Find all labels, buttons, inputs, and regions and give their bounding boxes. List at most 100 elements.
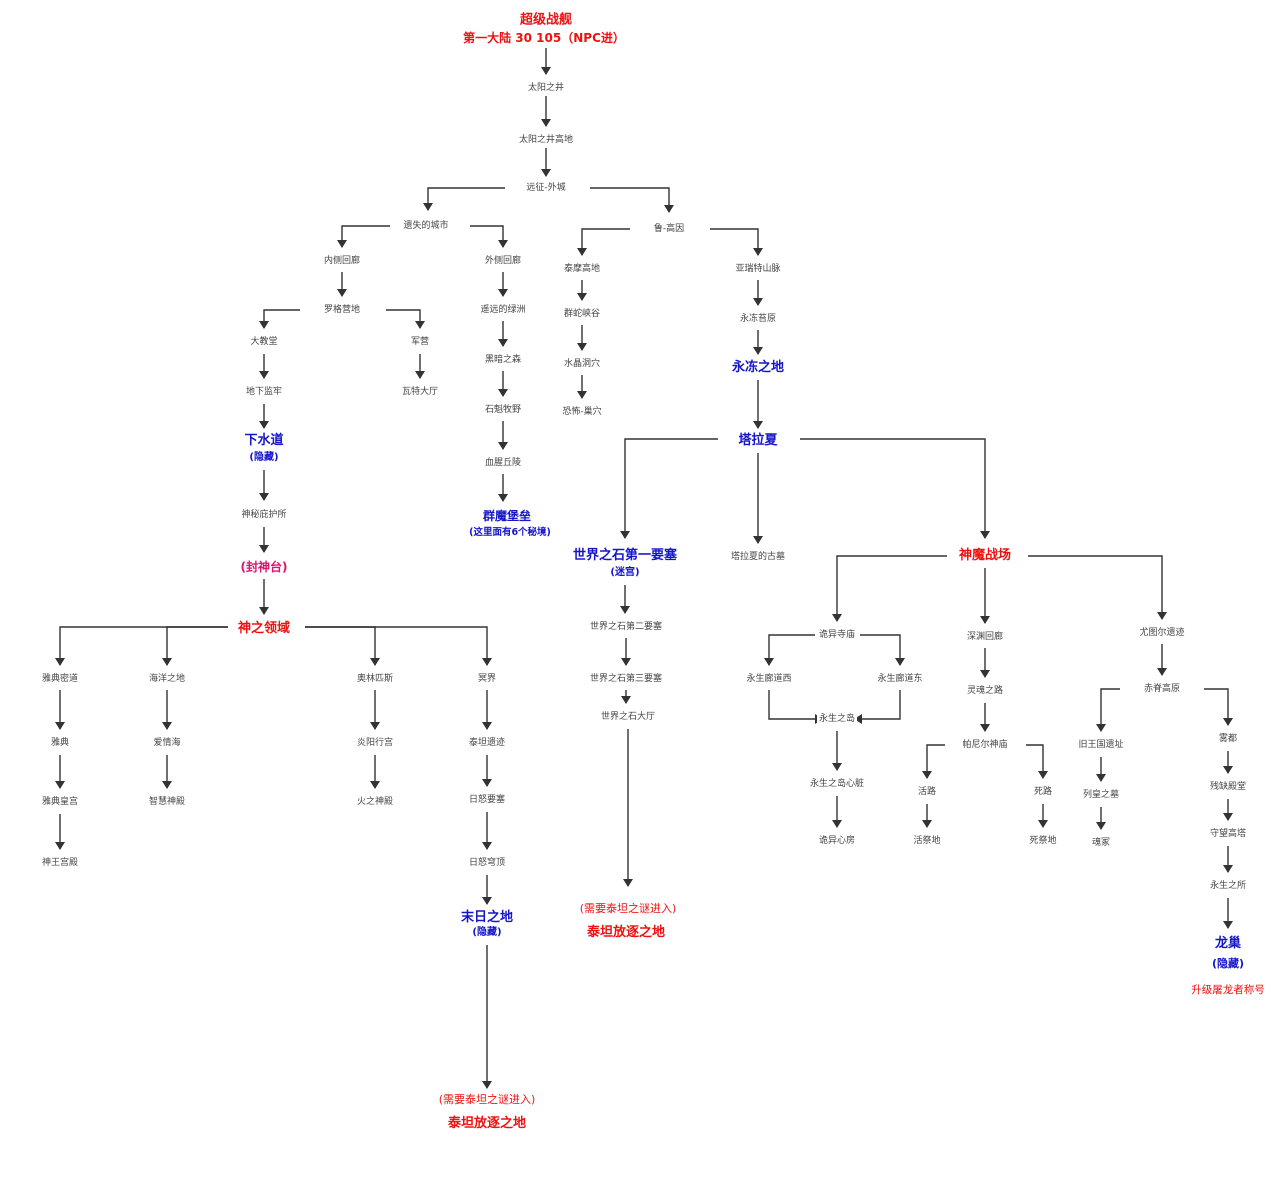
node-huoji: 活祭地 <box>911 835 943 847</box>
node-yongdong: 永冻之地 <box>729 360 787 375</box>
node-paniur: 帕尼尔神庙 <box>960 739 1010 751</box>
node-taiyang-gaodi: 太阳之井高地 <box>516 134 576 146</box>
connector-arrow <box>1028 555 1167 620</box>
node-yongsheng-dong: 永生廊道东 <box>875 673 925 685</box>
node-guiyi-simiao: 诡异寺庙 <box>816 629 858 641</box>
node-kongbu: 恐怖-巢穴 <box>560 406 604 418</box>
connector-arrow <box>470 225 508 248</box>
node-longchao-note: (隐藏) <box>1209 957 1247 970</box>
node-shenmo: 神魔战场 <box>956 548 1014 563</box>
node-guiyi-xinfang: 诡异心房 <box>816 835 858 847</box>
node-rinu-yaosai: 日怒要塞 <box>466 794 508 806</box>
node-liehuang: 列皇之墓 <box>1080 789 1122 801</box>
node-zhihui: 智慧神殿 <box>146 796 188 808</box>
node-shenling: 神之领域 <box>235 621 293 636</box>
node-huozhi: 火之神殿 <box>354 796 396 808</box>
node-aolin: 奥林匹斯 <box>354 673 396 685</box>
node-yongsheng-xi: 永生廊道西 <box>744 673 794 685</box>
node-chiji: 赤脊高原 <box>1141 683 1183 695</box>
node-tala: 塔拉夏 <box>736 433 780 448</box>
node-world1: 世界之石第一要塞 <box>570 548 680 563</box>
connector-arrow <box>423 187 505 211</box>
connector-arrow <box>854 690 901 724</box>
node-mori: 末日之地 <box>458 910 516 925</box>
node-hunzhong: 魂冢 <box>1089 837 1113 849</box>
node-yadian-huanggong: 雅典皇宫 <box>39 796 81 808</box>
node-world3: 世界之石第三要塞 <box>587 673 665 685</box>
node-luhaoyin: 鲁-高因 <box>651 223 687 235</box>
node-aiqing: 爱情海 <box>151 737 183 749</box>
node-exile-left-note: (需要泰坦之谜进入) <box>436 1093 538 1107</box>
connector-arrow <box>1096 688 1120 732</box>
node-world-dating: 世界之石大厅 <box>598 711 658 723</box>
connector-arrow <box>577 228 630 256</box>
node-silu: 死路 <box>1031 786 1055 798</box>
node-rinu-qiongding: 日怒穹顶 <box>466 857 508 869</box>
connector-arrow <box>768 690 823 724</box>
node-siji: 死祭地 <box>1027 835 1059 847</box>
node-haiyang: 海洋之地 <box>146 673 188 685</box>
node-neice: 内侧回廊 <box>321 255 363 267</box>
node-yaoyuan: 遥远的绿洲 <box>478 304 528 316</box>
node-qunmo: 群魔堡垒 <box>480 509 534 523</box>
connector-arrow <box>162 626 228 666</box>
node-shenwang: 神王宫殿 <box>39 857 81 869</box>
node-tailang: 泰摩高地 <box>561 263 603 275</box>
node-shouwang: 守望高塔 <box>1207 828 1249 840</box>
node-world2: 世界之石第二要塞 <box>587 621 665 633</box>
connector-arrow <box>305 626 492 666</box>
title-sub: 第一大陆 30 105（NPC进） <box>461 31 627 45</box>
node-world1-note: (迷宫) <box>608 567 642 579</box>
connector-arrow <box>259 309 300 329</box>
node-wate: 瓦特大厅 <box>399 386 441 398</box>
node-xiashuidao: 下水道 <box>242 433 286 448</box>
node-canque: 残缺殿堂 <box>1207 781 1249 793</box>
node-yadian: 雅典 <box>48 737 72 749</box>
node-yongsheng-dao: 永生之岛 <box>816 713 858 725</box>
node-taitan-yiji: 泰坦遗迹 <box>466 737 508 749</box>
connector-arrow <box>922 744 945 779</box>
node-longchao: 龙巢 <box>1212 936 1244 951</box>
connector-arrow <box>337 225 390 248</box>
node-yishi: 遗失的城市 <box>401 220 451 232</box>
connector-arrow <box>386 309 425 329</box>
node-yadian-midao: 雅典密道 <box>39 673 81 685</box>
node-yuanzheng: 远征-外城 <box>524 182 568 194</box>
node-mori-note: (隐藏) <box>470 927 504 939</box>
connector-arrow <box>590 187 674 213</box>
node-shenmi: 神秘庇护所 <box>239 509 289 521</box>
node-tala-gumu: 塔拉夏的古墓 <box>728 551 788 563</box>
title-main: 超级战舰 <box>517 11 575 29</box>
node-yongsheng-suo: 永生之所 <box>1207 880 1249 892</box>
node-xuemo: 血腥丘陵 <box>482 457 524 469</box>
node-mingjie: 冥界 <box>475 673 499 685</box>
node-taiyang: 太阳之井 <box>525 82 567 94</box>
node-yongsheng-xinzang: 永生之岛心脏 <box>807 778 867 790</box>
connector-arrow <box>832 555 947 622</box>
node-luoge: 罗格营地 <box>321 304 363 316</box>
node-shitou: 石魁牧野 <box>482 404 524 416</box>
connector-arrow <box>710 228 763 256</box>
connector-arrow <box>800 438 990 539</box>
node-longchao-extra: 升级屠龙者称号 <box>1189 984 1267 996</box>
node-linghun: 灵魂之路 <box>964 685 1006 697</box>
node-dajiaotang: 大教堂 <box>248 336 280 348</box>
node-qunzhu: 群蛇峡谷 <box>561 308 603 320</box>
connector-arrow <box>1204 688 1233 726</box>
node-fengshen: (封神台) <box>238 560 290 574</box>
node-xiashuidao-note: (隐藏) <box>247 452 281 464</box>
node-huolu: 活路 <box>915 786 939 798</box>
connector-arrow <box>1026 744 1048 779</box>
connector-arrow <box>764 634 815 666</box>
node-qunmo-note: (这里面有6个秘境) <box>467 527 553 539</box>
node-exile-center-note: (需要泰坦之谜进入) <box>577 902 679 916</box>
node-exile-center: 泰坦放逐之地 <box>584 925 668 940</box>
node-waice: 外侧回廊 <box>482 255 524 267</box>
node-exile-left: 泰坦放逐之地 <box>445 1116 529 1131</box>
node-shenyuan: 深渊回廊 <box>964 631 1006 643</box>
node-dixia: 地下监牢 <box>243 386 285 398</box>
node-junying: 军营 <box>408 336 432 348</box>
node-wudu: 雾都 <box>1216 733 1240 745</box>
connector-arrow <box>860 634 905 666</box>
